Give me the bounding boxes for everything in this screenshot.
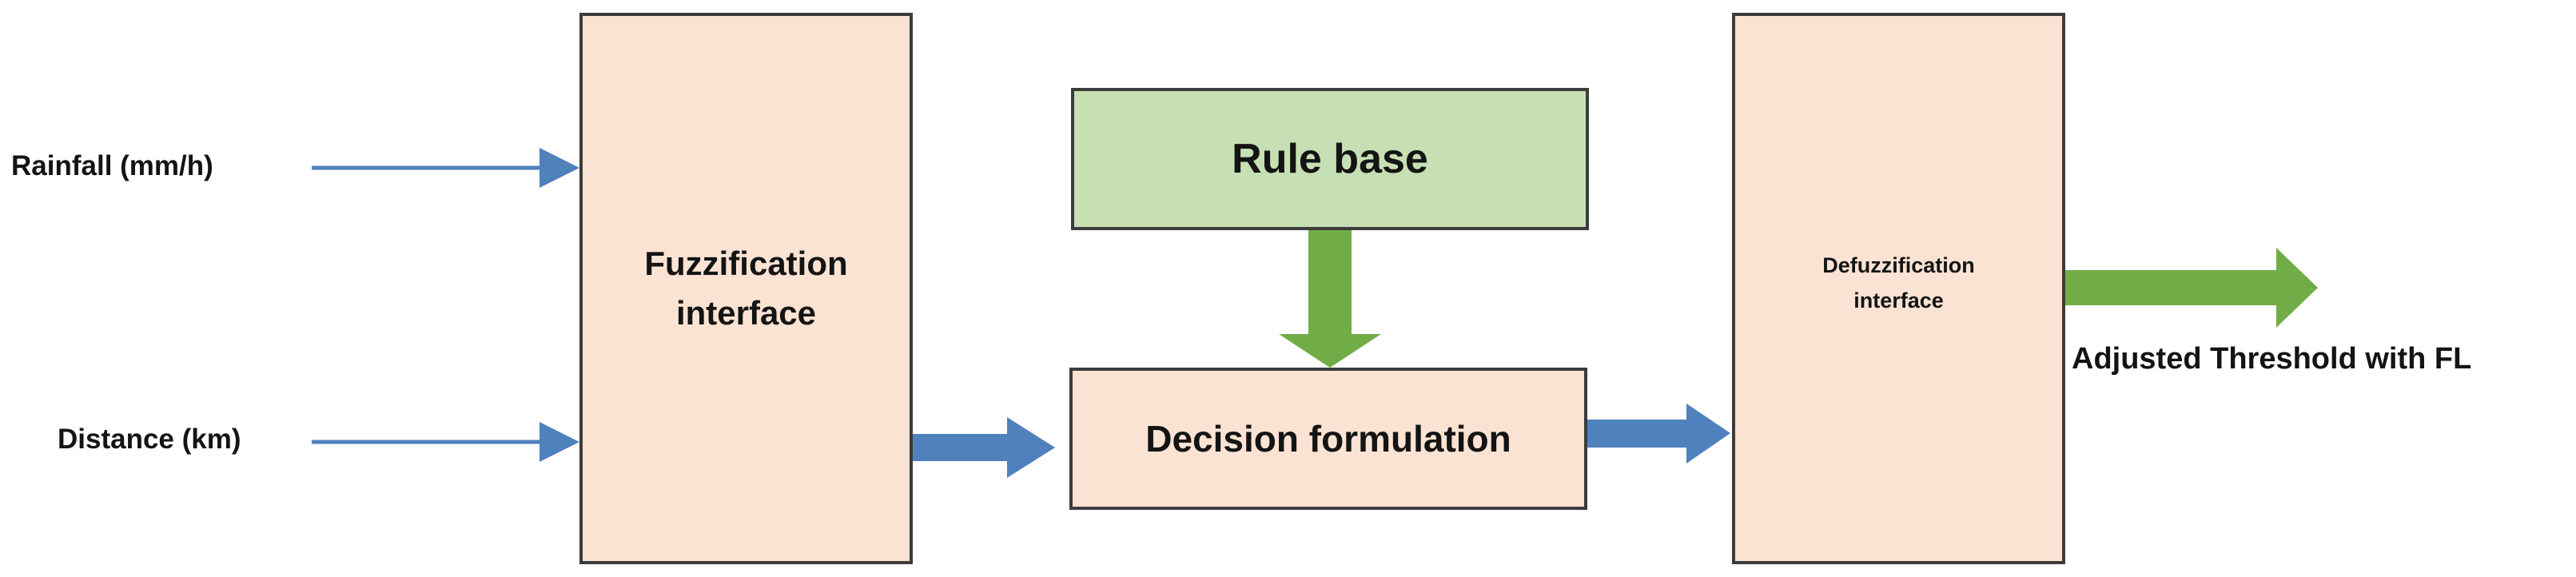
fuzzification-interface-block: Fuzzification interface	[579, 13, 913, 564]
fuzzification-interface-text: Fuzzification interface	[644, 245, 848, 332]
output-arrow	[2064, 248, 2318, 328]
decision-formulation-block: Decision formulation	[1069, 368, 1587, 510]
defuzzification-interface-block: Defuzzification interface	[1732, 13, 2065, 564]
decision-to-defuzzification-arrow	[1585, 404, 1730, 464]
distance-label: Distance (km)	[58, 424, 241, 455]
decision-formulation-text: Decision formulation	[1145, 418, 1511, 460]
output-label: Adjusted Threshold with FL	[2072, 342, 2472, 376]
rule-base-text: Rule base	[1232, 136, 1428, 182]
rule-base-block: Rule base	[1071, 88, 1589, 230]
fuzzification-to-decision-arrow	[911, 417, 1055, 478]
defuzzification-interface-text: Defuzzification interface	[1822, 253, 1975, 312]
rainfall-label: Rainfall (mm/h)	[11, 150, 213, 181]
rulebase-to-decision-arrow	[1279, 230, 1381, 368]
